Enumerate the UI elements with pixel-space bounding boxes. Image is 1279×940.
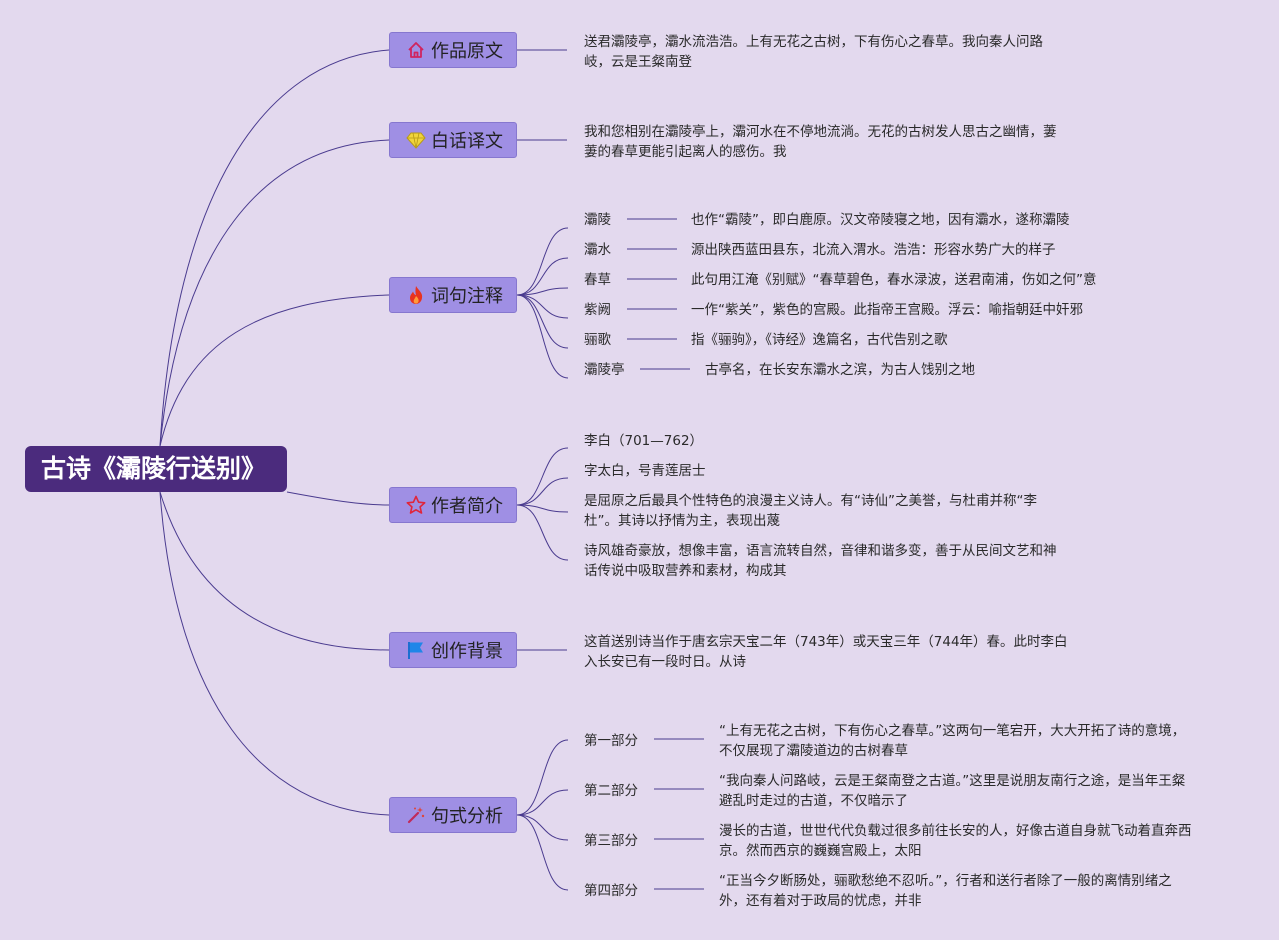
- branch-author[interactable]: 作者简介: [389, 487, 517, 523]
- background-line-1: 这首送别诗当作于唐玄宗天宝二年（743年）或天宝三年（744年）春。此时李白: [584, 634, 1068, 650]
- link-b3-t4: [516, 294, 569, 319]
- diamond-icon: [406, 130, 426, 150]
- branch-label: 词句注释: [431, 286, 503, 307]
- part-text: 京。然而西京的巍巍宫殿上，太阳: [719, 843, 922, 859]
- term-label: 灞水: [584, 242, 611, 258]
- link-b3-t2: [516, 257, 569, 296]
- part-label: 第一部分: [584, 733, 638, 749]
- term-definition: 源出陕西蓝田县东，北流入渭水。浩浩：形容水势广大的样子: [691, 242, 1056, 258]
- link-root-b5: [159, 491, 390, 651]
- branch-label: 作品原文: [431, 41, 503, 62]
- part-label: 第三部分: [584, 833, 638, 849]
- part-text: “我向秦人问路岐，云是王粲南登之古道。”这里是说朋友南行之途，是当年王粲: [719, 773, 1186, 789]
- link-root-b4: [286, 491, 390, 506]
- part-text: “正当今夕断肠处，骊歌愁绝不忍听。”，行者和送行者除了一般的离情别绪之: [719, 873, 1172, 889]
- branch-label: 创作背景: [431, 641, 503, 662]
- author-note: 字太白，号青莲居士: [584, 463, 706, 479]
- link-b6-p1: [516, 739, 569, 816]
- branch-original-text[interactable]: 作品原文: [389, 32, 517, 68]
- link-b3-t3: [516, 287, 569, 296]
- background-line-2: 入长安已有一段时日。从诗: [584, 654, 746, 670]
- link-root-b1: [159, 49, 390, 447]
- term-label: 春草: [584, 272, 611, 288]
- link-root-b2: [159, 139, 390, 447]
- author-note: 李白（701—762）: [584, 433, 704, 449]
- home-icon: [406, 40, 426, 60]
- part-text: 不仅展现了灞陵道边的古树春草: [719, 743, 908, 759]
- fire-icon: [406, 285, 426, 305]
- link-b3-t5: [516, 294, 569, 349]
- original-text-line-2: 岐，云是王粲南登: [584, 54, 692, 70]
- link-b6-p3: [516, 814, 569, 841]
- term-label: 紫阙: [584, 302, 611, 318]
- translation-line-1: 我和您相别在灞陵亭上，灞河水在不停地流淌。无花的古树发人思古之幽情，萋: [584, 124, 1057, 140]
- link-b6-p4: [516, 814, 569, 891]
- branch-label: 作者简介: [431, 496, 503, 517]
- link-b4-n2: [516, 477, 569, 506]
- link-b6-p2: [516, 789, 569, 816]
- term-label: 灞陵: [584, 212, 611, 228]
- part-text: “上有无花之古树，下有伤心之春草。”这两句一笔宕开，大大开拓了诗的意境，: [719, 723, 1186, 739]
- link-b4-n1: [516, 447, 569, 506]
- author-note: 话传说中吸取营养和素材，构成其: [584, 563, 787, 579]
- wand-icon: [406, 805, 426, 825]
- part-text: 漫长的古道，世世代代负载过很多前往长安的人，好像古道自身就飞动着直奔西: [719, 823, 1192, 839]
- link-b4-n3: [516, 504, 569, 513]
- branch-background[interactable]: 创作背景: [389, 632, 517, 668]
- flag-icon: [406, 640, 426, 660]
- term-definition: 一作“紫关”，紫色的宫殿。此指帝王宫殿。浮云：喻指朝廷中奸邪: [691, 302, 1083, 318]
- term-definition: 也作“霸陵”，即白鹿原。汉文帝陵寝之地，因有灞水，遂称灞陵: [691, 212, 1070, 228]
- term-definition: 指《骊驹》，《诗经》逸篇名，古代告别之歌: [691, 332, 948, 348]
- author-note: 诗风雄奇豪放，想像丰富，语言流转自然，音律和谐多变，善于从民间文艺和神: [584, 543, 1057, 559]
- root-node[interactable]: 古诗《灞陵行送别》: [25, 446, 287, 492]
- term-label: 灞陵亭: [584, 362, 625, 378]
- link-root-b3: [159, 294, 390, 447]
- author-note: 是屈原之后最具个性特色的浪漫主义诗人。有“诗仙”之美誉，与杜甫并称“李: [584, 493, 1037, 509]
- part-text: 避乱时走过的古道，不仅暗示了: [719, 793, 908, 809]
- original-text-line-1: 送君灞陵亭，灞水流浩浩。上有无花之古树，下有伤心之春草。我向秦人问路: [584, 34, 1043, 50]
- term-definition: 此句用江淹《别赋》“春草碧色，春水渌波，送君南浦，伤如之何”意: [691, 272, 1097, 288]
- translation-line-2: 萋的春草更能引起离人的感伤。我: [584, 144, 787, 160]
- part-text: 外，还有着对于政局的忧虑，并非: [719, 893, 922, 909]
- author-note: 杜”。其诗以抒情为主，表现出蔑: [584, 513, 780, 529]
- link-b4-n4: [516, 504, 569, 561]
- part-label: 第二部分: [584, 783, 638, 799]
- term-definition: 古亭名，在长安东灞水之滨，为古人饯别之地: [705, 362, 975, 378]
- link-root-b6: [159, 491, 390, 816]
- star-icon: [406, 495, 426, 515]
- branch-label: 白话译文: [431, 131, 503, 152]
- branch-translation[interactable]: 白话译文: [389, 122, 517, 158]
- term-label: 骊歌: [584, 332, 611, 348]
- branch-sentence-analysis[interactable]: 句式分析: [389, 797, 517, 833]
- branch-label: 句式分析: [431, 806, 503, 827]
- part-label: 第四部分: [584, 883, 638, 899]
- root-title: 古诗《灞陵行送别》: [41, 454, 267, 483]
- link-b3-t6: [516, 294, 569, 379]
- branch-annotations[interactable]: 词句注释: [389, 277, 517, 313]
- link-b3-t1: [516, 227, 569, 296]
